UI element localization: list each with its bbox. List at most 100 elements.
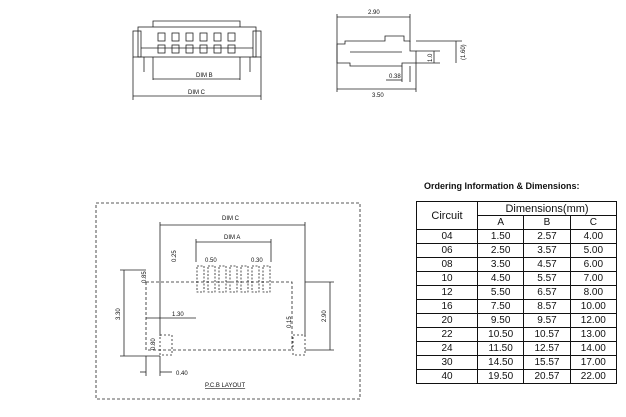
side-offset-label: 0.38: [389, 74, 401, 80]
pin-outline: [157, 44, 166, 54]
table-cell-a: 3.50: [476, 257, 525, 272]
table-cell-circuit: 16: [416, 299, 478, 314]
pcb-caption: P.C.B LAYOUT: [205, 383, 245, 389]
pcb-left-offset-label: 1.30: [172, 312, 184, 318]
pcb-pad: [196, 265, 205, 293]
table-cell-circuit: 12: [416, 285, 478, 300]
pcb-pitch-label: 0.50: [205, 258, 217, 264]
table-cell-circuit: 20: [416, 313, 478, 328]
table-cell-circuit: 40: [416, 369, 478, 384]
pin-outline: [213, 32, 222, 42]
pcb-pad: [207, 265, 216, 293]
table-cell-c: 10.00: [569, 299, 618, 314]
connector-top-view: [132, 20, 262, 100]
table-cell-circuit: 10: [416, 271, 478, 286]
pcb-pad: [218, 265, 227, 293]
pin-outline: [171, 44, 180, 54]
table-cell-b: 10.57: [523, 327, 571, 342]
side-h2-label: (1.60): [461, 44, 467, 60]
table-cell-circuit: 24: [416, 341, 478, 356]
ordering-title: Ordering Information & Dimensions:: [424, 181, 580, 191]
dimensions-header: Dimensions(mm): [477, 201, 617, 216]
connector-pins: [157, 32, 236, 54]
pcb-inner-height-label: 2.90: [322, 310, 328, 322]
pcb-pads: [196, 265, 271, 293]
pcb-layout-drawing: [95, 202, 361, 400]
side-length-label: 3.50: [372, 93, 384, 99]
table-cell-a: 14.50: [476, 355, 525, 370]
column-a-header: A: [476, 215, 525, 230]
table-cell-c: 22.00: [569, 369, 618, 384]
table-cell-a: 9.50: [476, 313, 525, 328]
table-cell-circuit: 08: [416, 257, 478, 272]
pcb-pad: [251, 265, 260, 293]
pin-outline: [171, 32, 180, 42]
circuit-header: Circuit: [416, 201, 478, 230]
table-cell-a: 19.50: [476, 369, 525, 384]
table-cell-c: 7.00: [569, 271, 618, 286]
pcb-pad-length-label: 0.85: [142, 271, 148, 283]
table-cell-b: 6.57: [523, 285, 571, 300]
table-cell-b: 8.57: [523, 299, 571, 314]
pcb-height-label: 3.30: [116, 308, 122, 320]
pcb-dim-a-label: DIM A: [224, 235, 240, 241]
side-width-label: 2.90: [368, 10, 380, 16]
table-cell-b: 12.57: [523, 341, 571, 356]
table-cell-b: 2.57: [523, 229, 571, 244]
pcb-pad: [240, 265, 249, 293]
table-cell-circuit: 30: [416, 355, 478, 370]
pin-outline: [199, 32, 208, 42]
table-cell-c: 14.00: [569, 341, 618, 356]
table-cell-a: 1.50: [476, 229, 525, 244]
pcb-pad: [229, 265, 238, 293]
table-cell-a: 4.50: [476, 271, 525, 286]
pin-outline: [199, 44, 208, 54]
column-b-header: B: [523, 215, 571, 230]
connector-side-view: [336, 14, 462, 92]
table-cell-a: 7.50: [476, 299, 525, 314]
table-cell-c: 4.00: [569, 229, 618, 244]
table-cell-c: 17.00: [569, 355, 618, 370]
dim-c-label: DIM C: [188, 90, 206, 96]
side-h1-label: 1.0: [428, 53, 434, 62]
table-cell-a: 2.50: [476, 243, 525, 258]
table-cell-b: 9.57: [523, 313, 571, 328]
table-cell-a: 11.50: [476, 341, 525, 356]
table-cell-b: 4.57: [523, 257, 571, 272]
pin-outline: [157, 32, 166, 42]
table-cell-c: 6.00: [569, 257, 618, 272]
table-cell-c: 12.00: [569, 313, 618, 328]
table-cell-b: 20.57: [523, 369, 571, 384]
pin-outline: [227, 32, 236, 42]
table-cell-circuit: 04: [416, 229, 478, 244]
table-cell-a: 5.50: [476, 285, 525, 300]
table-cell-b: 15.57: [523, 355, 571, 370]
table-cell-a: 10.50: [476, 327, 525, 342]
pcb-dim-c-label: DIM C: [222, 216, 240, 222]
pin-outline: [213, 44, 222, 54]
pcb-pad-gap-label: 0.25: [172, 250, 178, 262]
pcb-pad-width-label: 0.30: [251, 258, 263, 264]
table-cell-b: 3.57: [523, 243, 571, 258]
pcb-bottom-label: 0.40: [176, 371, 188, 377]
dim-b-label: DIM B: [196, 73, 213, 79]
table-cell-c: 5.00: [569, 243, 618, 258]
pin-outline: [185, 32, 194, 42]
pin-outline: [185, 44, 194, 54]
column-c-header: C: [569, 215, 618, 230]
table-cell-c: 13.00: [569, 327, 618, 342]
pcb-ground-width-label: 0.15: [287, 316, 293, 328]
table-cell-b: 5.57: [523, 271, 571, 286]
